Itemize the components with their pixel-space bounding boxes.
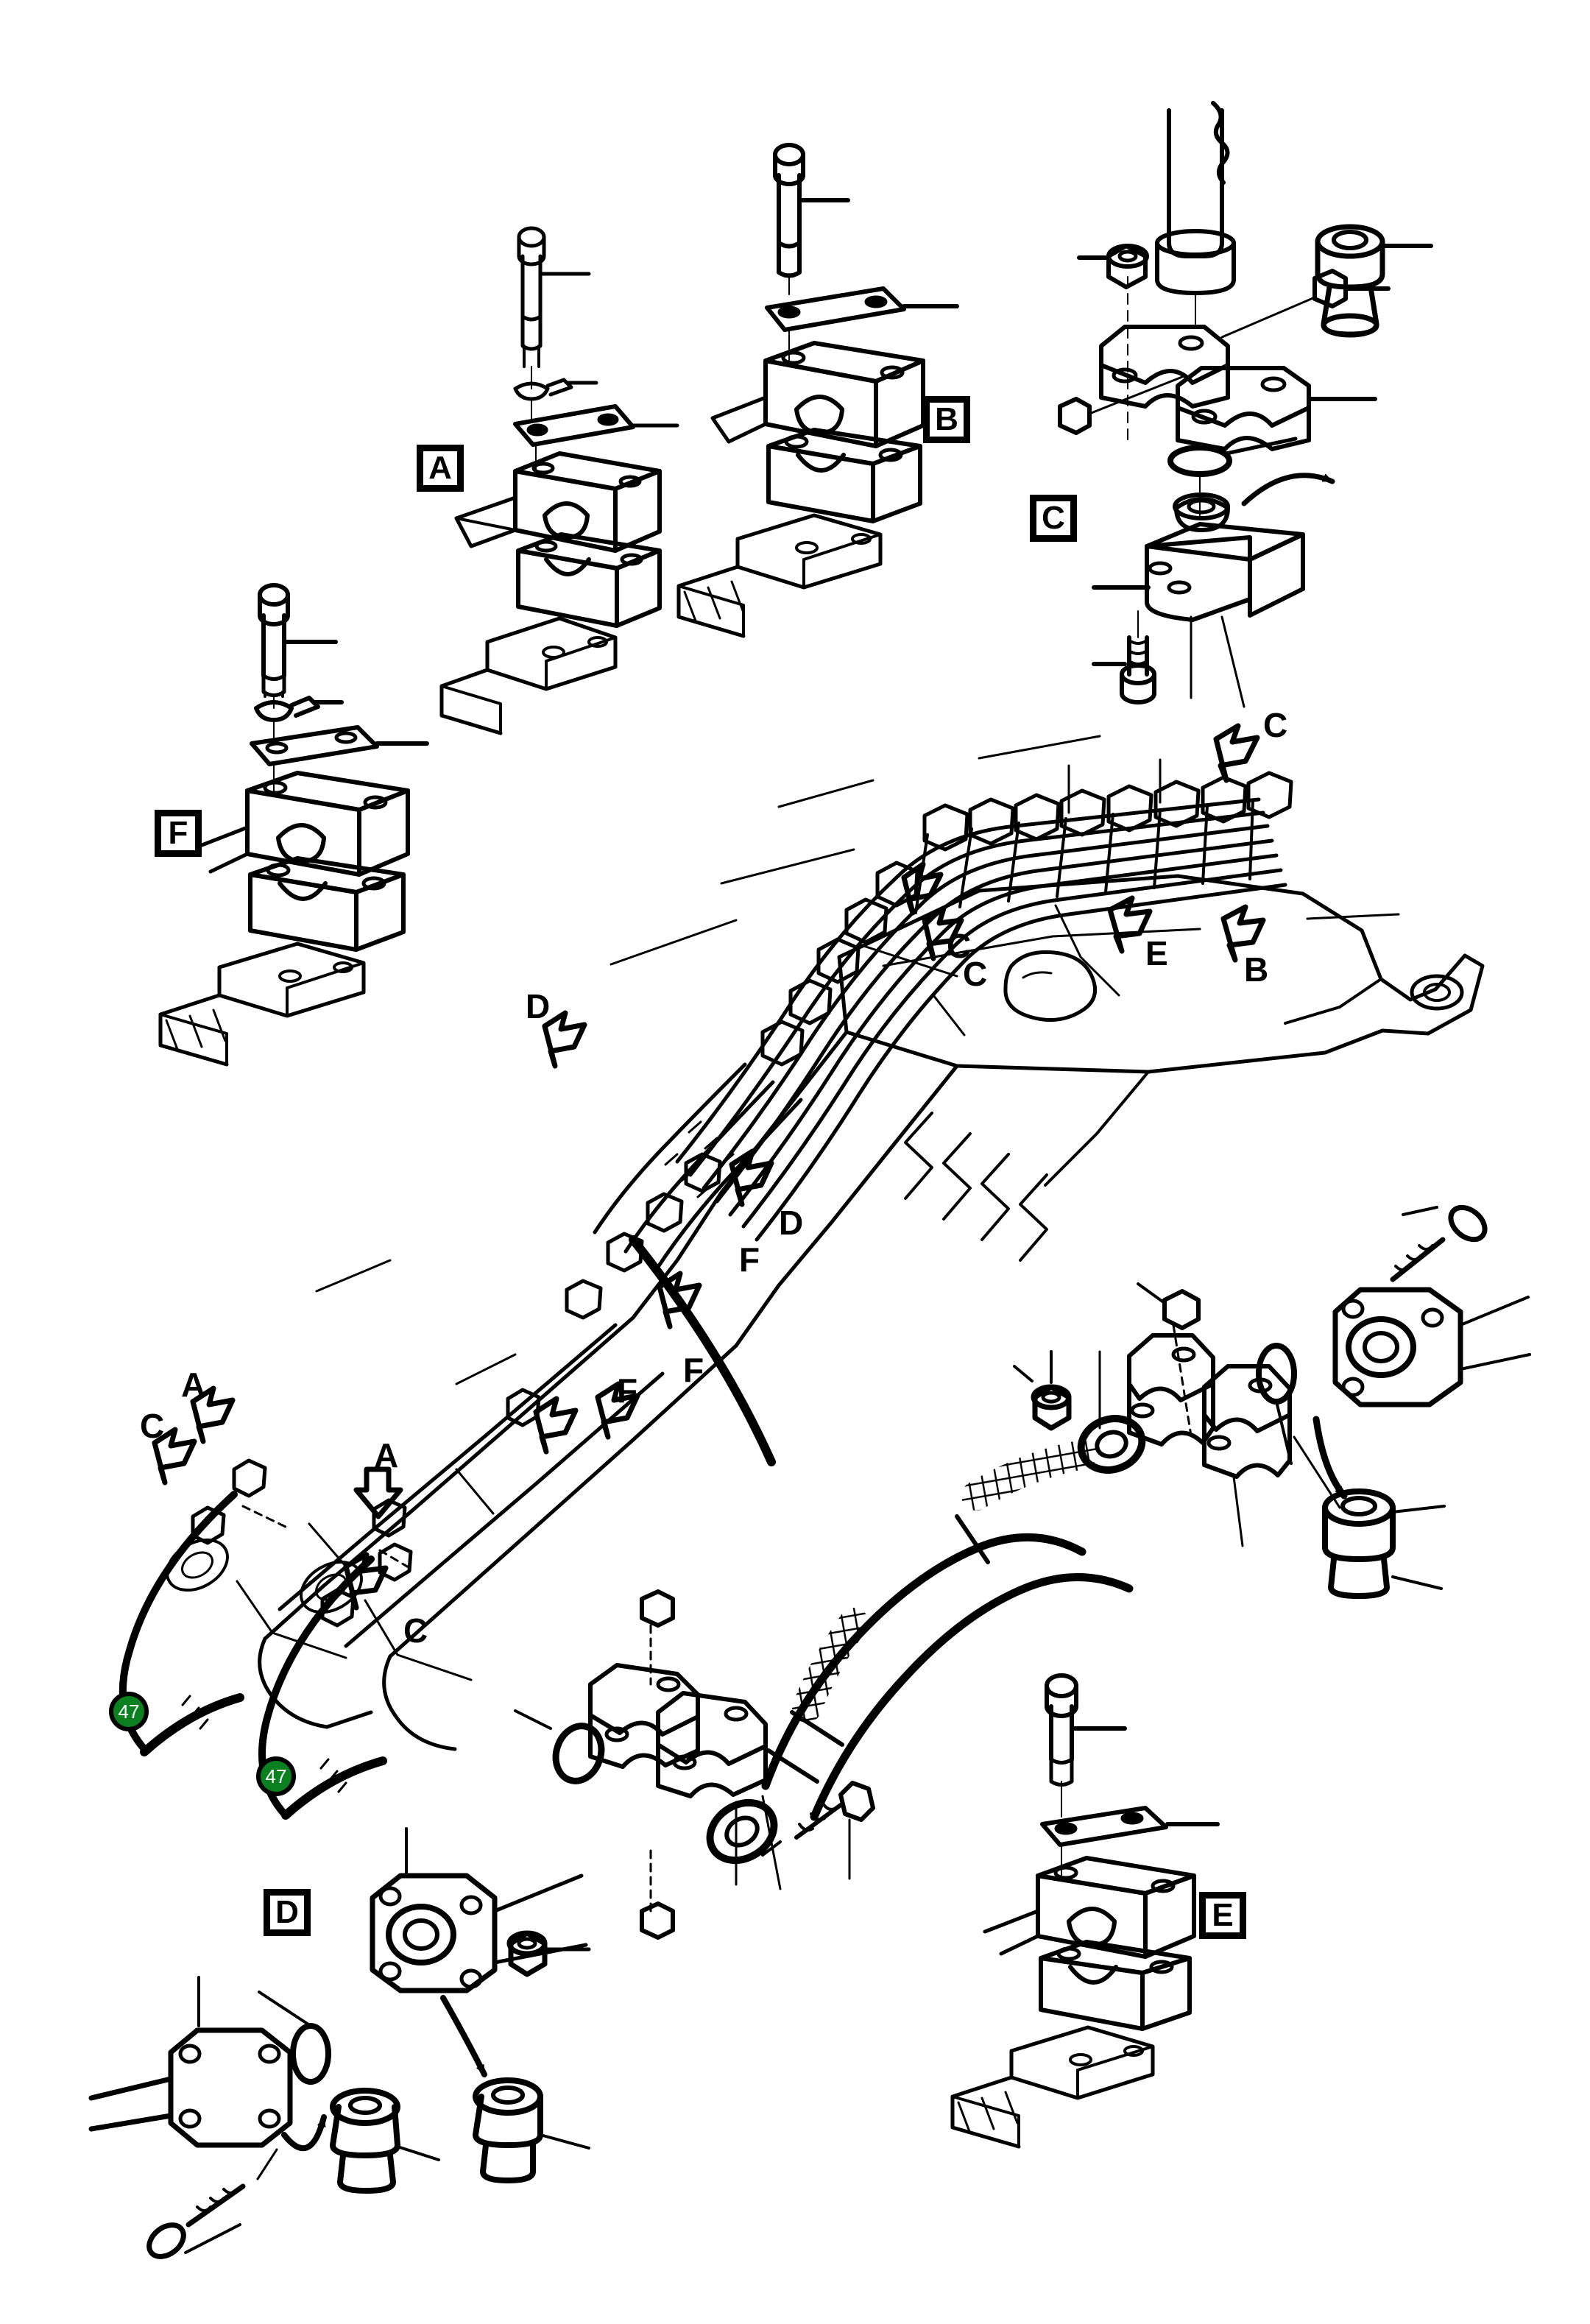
index-bubble-47-left: 47 — [109, 1692, 149, 1731]
callout-f-lower: F — [617, 1371, 638, 1410]
callout-b-bundle: B — [1244, 950, 1269, 989]
callout-e-bundle: E — [1145, 934, 1168, 972]
callout-f-upper: F — [739, 1240, 760, 1279]
detail-box-f-label: F — [168, 815, 188, 851]
callout-a-center: A — [374, 1436, 399, 1474]
detail-box-c: C — [1030, 495, 1077, 542]
detail-box-f: F — [155, 810, 202, 857]
main-hydraulic-hose — [629, 1235, 1146, 1865]
callout-d-upper: D — [526, 987, 551, 1025]
detail-box-a-label: A — [428, 450, 452, 486]
callout-d-lower: D — [779, 1204, 804, 1242]
detail-box-b-label: B — [935, 401, 958, 437]
detail-a-assembly — [439, 226, 679, 735]
detail-e-assembly — [950, 1673, 1220, 2149]
callout-c-bundle-lower: C — [963, 955, 988, 993]
callout-arrows — [152, 723, 1266, 1611]
index-bubble-47-right: 47 — [256, 1756, 296, 1796]
detail-f-assembly — [158, 583, 429, 1067]
boom-arm-structure — [166, 874, 1485, 1751]
split-flange-set-center — [514, 1589, 875, 1940]
callout-c-bundle-left: C — [947, 927, 972, 965]
detail-box-e: E — [1199, 1892, 1246, 1939]
hose-bundle — [119, 735, 1400, 1820]
callout-c-bottom: C — [403, 1611, 428, 1650]
detail-c-assembly — [1058, 101, 1433, 708]
index-bubble-47-left-number: 47 — [118, 1700, 140, 1723]
detail-box-c-label: C — [1042, 500, 1065, 536]
detail-d-assembly — [88, 1827, 591, 2259]
detail-b-assembly — [676, 143, 959, 638]
detail-box-e-label: E — [1212, 1897, 1234, 1933]
detail-box-b: B — [923, 396, 970, 443]
detail-box-a: A — [417, 445, 464, 492]
index-bubble-47-right-number: 47 — [265, 1765, 287, 1787]
detail-box-d-label: D — [275, 1894, 299, 1930]
callout-c-bundle-right: C — [1263, 706, 1288, 744]
right-flange-connection — [1013, 1204, 1531, 1599]
callout-a-upper: A — [181, 1366, 206, 1404]
callout-c-left: C — [140, 1407, 165, 1445]
detail-box-d: D — [264, 1889, 311, 1936]
callout-f-mid: F — [683, 1351, 704, 1389]
